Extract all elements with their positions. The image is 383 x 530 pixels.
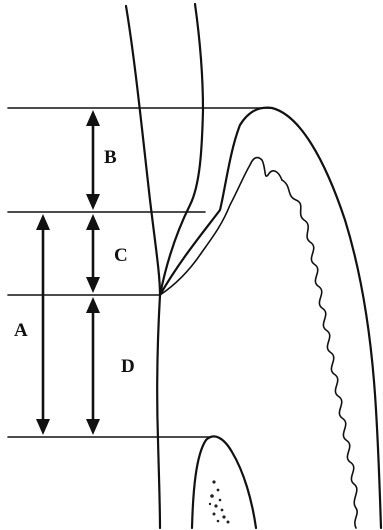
label-a: A — [14, 320, 28, 341]
arrow-d — [86, 297, 100, 435]
label-c: C — [114, 245, 128, 266]
gingiva-inner-contour — [160, 158, 282, 295]
tooth-surface-outline — [126, 6, 160, 528]
rete-ridge-line — [282, 180, 357, 528]
gingiva-outer-contour — [160, 108, 381, 528]
arrow-a — [36, 214, 50, 435]
arrow-c — [86, 214, 100, 293]
alveolar-bone-outline — [192, 436, 256, 528]
bone-stipple — [209, 480, 230, 523]
label-b: B — [104, 147, 117, 168]
tooth-crown-outline — [160, 4, 203, 295]
label-d: D — [121, 356, 135, 377]
arrow-b — [86, 110, 100, 210]
